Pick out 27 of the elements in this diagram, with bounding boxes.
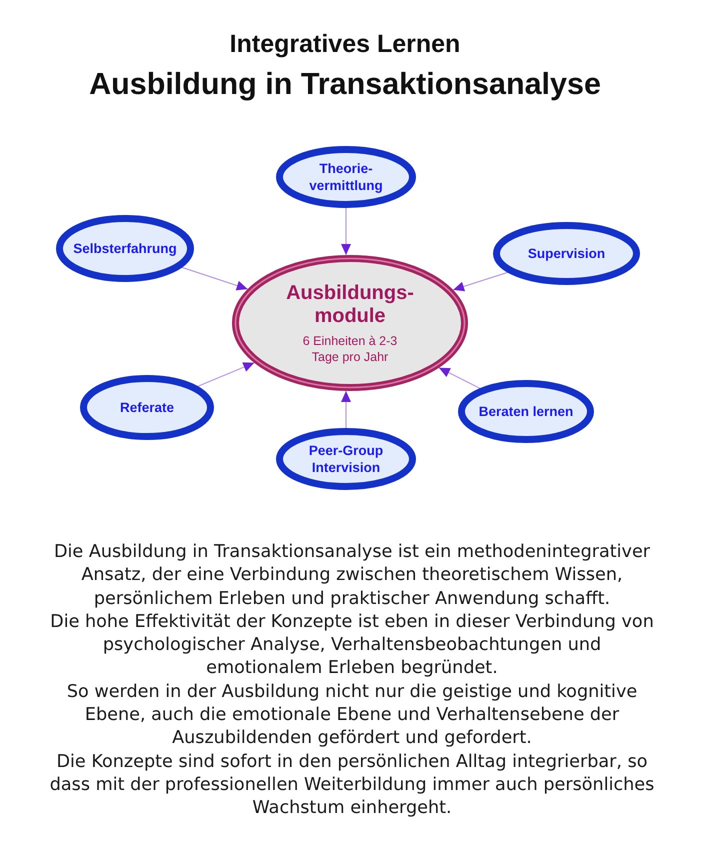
arrow: [182, 266, 248, 290]
topic-ellipse: [276, 428, 416, 490]
topic-ellipse: [458, 380, 594, 443]
description-paragraph: So werden in der Ausbildung nicht nur die geistige und kognitive Ebene, auch die emotionale Ebene und Verhaltensebene der Auszubildenden gefördert und gefordert.: [66, 680, 638, 750]
arrow: [438, 367, 480, 389]
topic-ellipse: [493, 222, 640, 285]
arrow: [341, 208, 351, 256]
node-subtext: 6 Einheiten à 2-3 Tage pro Jahr: [302, 332, 398, 364]
arrow: [452, 272, 508, 292]
node-label: Selbsterfahrung: [73, 240, 177, 257]
topic-ellipse: [276, 146, 416, 208]
description-paragraph: Die hohe Effektivität der Konzepte ist eben in dieser Verbindung von psychologischer Analyse, Verhaltensbeobachtungen und emotionalem Erleben begründet.: [49, 610, 655, 680]
node-label: Beraten lernen: [478, 403, 574, 420]
topic-ellipse: [56, 215, 194, 282]
description-paragraph: Die Konzepte sind sofort in den persönlichen Alltag integrierbar, so dass mit der professionellen Weiterbildung immer auch persönliches Wachstum einhergeht.: [48, 750, 656, 820]
overline-heading: Integratives Lernen: [228, 30, 462, 59]
node-label: Theorie- vermittlung: [308, 160, 384, 194]
center-ellipse: [232, 255, 468, 391]
arrow: [197, 362, 255, 387]
node-heading: Ausbildungs- module: [285, 282, 415, 328]
title: Ausbildung in Transaktionsanalyse: [88, 67, 602, 102]
arrow: [341, 390, 351, 428]
node-label: Peer-Group Intervision: [308, 442, 384, 476]
node-label: Referate: [120, 399, 174, 416]
topic-ellipse: [80, 375, 214, 440]
description-paragraph: Die Ausbildung in Transaktionsanalyse ist ein methodenintegrativer Ansatz, der eine Verbindung zwischen theoretischem Wissen, persönlichem Erleben und praktischer Anwendung schafft.: [52, 541, 652, 611]
node-label: Supervision: [528, 245, 606, 262]
